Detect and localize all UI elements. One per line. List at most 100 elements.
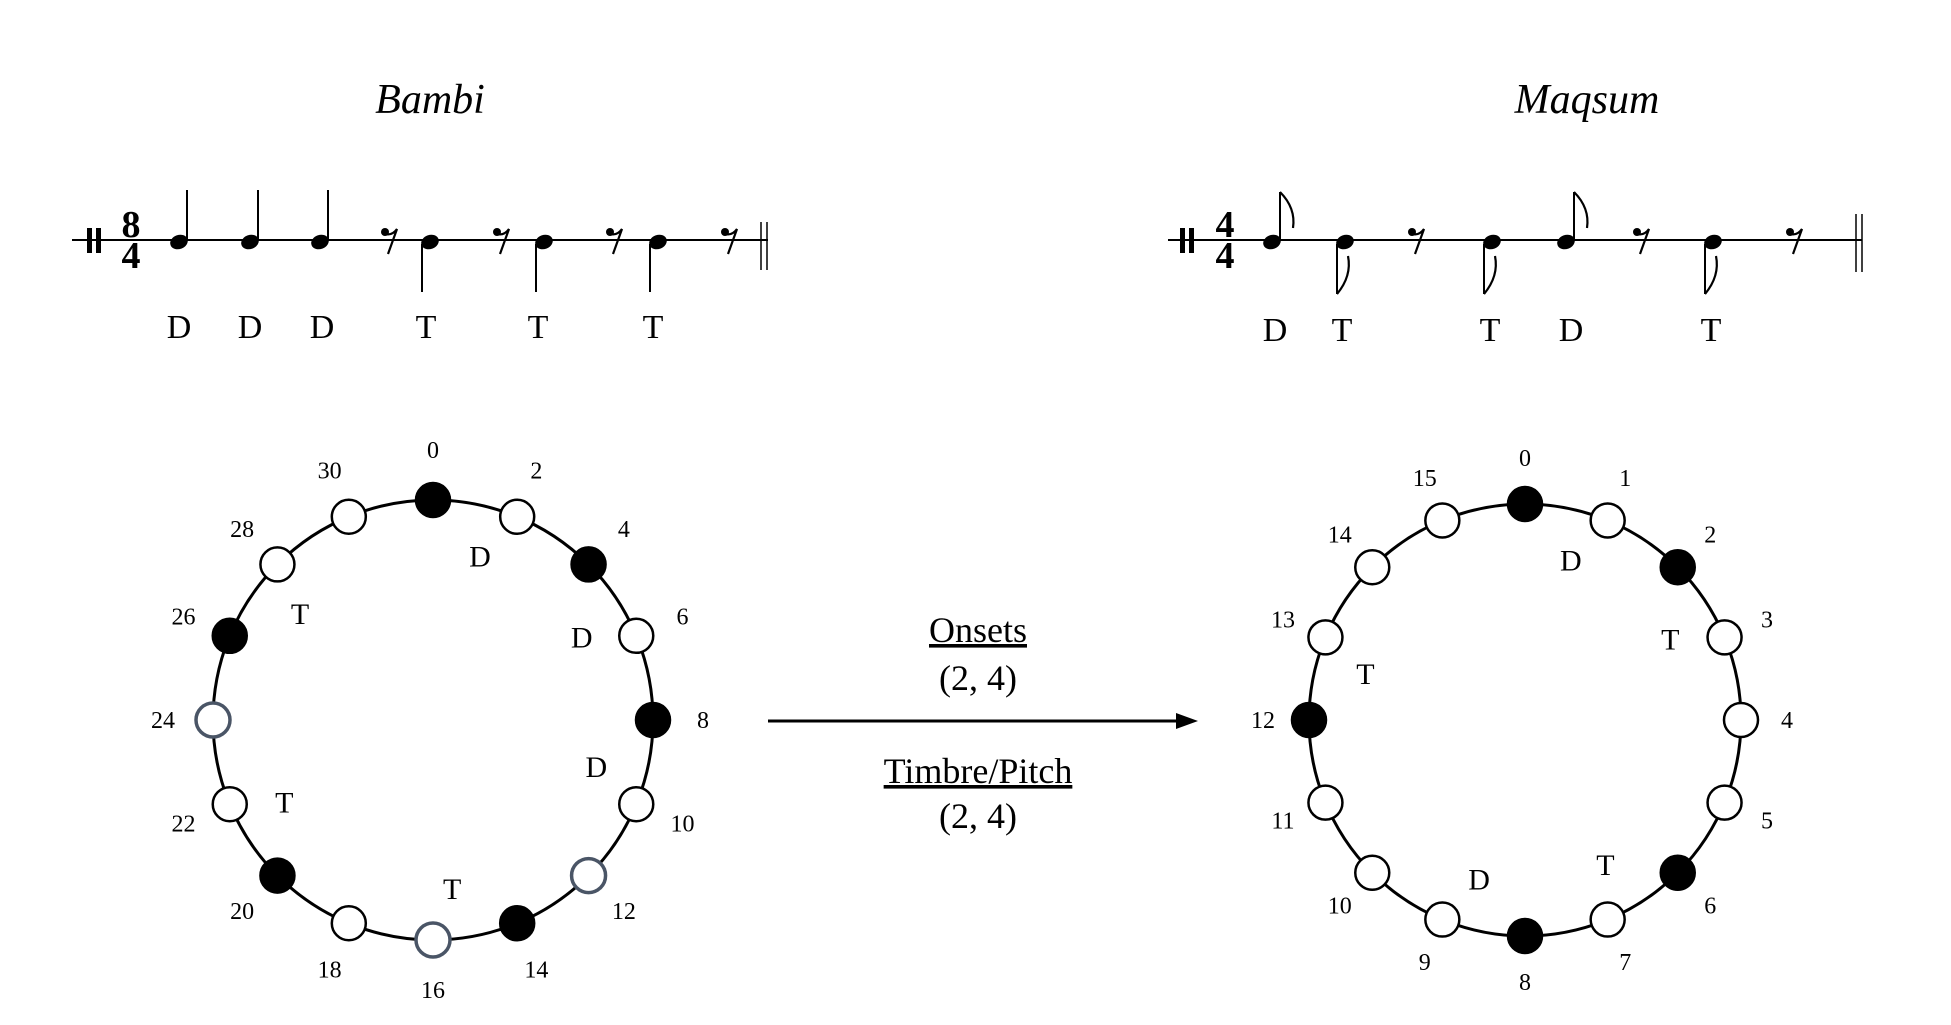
onset-pulse	[1659, 549, 1696, 586]
empty-pulse	[330, 905, 368, 942]
pulse-position-label: 7	[1619, 950, 1631, 976]
pulse-position-label: 0	[1519, 446, 1531, 472]
onset-pulse	[414, 481, 452, 519]
pulse-position-label: 18	[318, 957, 342, 983]
time-signature-bottom: 4	[1216, 235, 1235, 277]
pulse-position-label: 24	[151, 708, 175, 734]
pulse-position-label: 12	[1251, 708, 1275, 734]
percussion-clef	[96, 228, 101, 253]
empty-pulse	[1354, 854, 1391, 891]
timbre-pitch-value: (2, 4)	[939, 796, 1017, 836]
onset-pulse	[1659, 854, 1696, 891]
timbre-pitch-label: Timbre/Pitch	[884, 751, 1073, 791]
onset-pulse	[634, 701, 672, 739]
time-signature-top: 4	[1216, 204, 1235, 246]
empty-pulse	[330, 498, 368, 535]
onsets-label: Onsets	[929, 610, 1027, 650]
bambi-title: Bambi	[375, 77, 485, 123]
stroke-label: T	[1701, 312, 1722, 349]
pulse-position-label: 6	[1704, 893, 1716, 919]
eighth-rest	[1786, 228, 1804, 255]
eighth-rest	[381, 228, 399, 255]
pulse-position-label: 6	[676, 605, 688, 631]
time-signature-top: 8	[122, 204, 141, 246]
transformation-arrow: Onsets (2, 4) Timbre/Pitch (2, 4)	[768, 610, 1198, 836]
empty-pulse	[1706, 784, 1743, 821]
quarter-note	[649, 234, 667, 292]
empty-pulse	[1722, 701, 1760, 739]
onset-stroke-label: D	[586, 751, 608, 784]
time-signature-bottom: 4	[122, 235, 141, 277]
eighth-note	[1336, 234, 1354, 295]
pulse-position-label: 10	[1328, 893, 1352, 919]
onset-stroke-label: T	[443, 873, 461, 906]
empty-pulse	[569, 856, 608, 895]
onset-stroke-label: D	[1560, 544, 1582, 577]
onset-pulse	[1506, 485, 1544, 523]
stroke-label: T	[643, 309, 664, 346]
pulse-position-label: 26	[172, 605, 196, 631]
onsets-value: (2, 4)	[939, 658, 1017, 698]
pulse-position-label: 15	[1413, 466, 1437, 492]
maqsum-staff: 4 4	[1168, 191, 1863, 349]
quarter-note	[241, 190, 259, 250]
empty-pulse	[1424, 901, 1461, 938]
eighth-rest	[606, 228, 624, 255]
pulse-position-label: 0	[427, 438, 439, 464]
onset-pulse	[259, 857, 296, 894]
stroke-label: D	[238, 309, 263, 346]
eighth-rest	[1633, 228, 1651, 255]
onset-pulse	[211, 617, 248, 655]
stroke-label: D	[1263, 312, 1288, 349]
empty-pulse	[259, 546, 296, 583]
stroke-label: D	[310, 309, 335, 346]
pulse-position-label: 16	[421, 978, 445, 1004]
percussion-clef	[87, 228, 92, 253]
eighth-note	[1704, 234, 1722, 295]
quarter-note	[170, 190, 188, 250]
pulse-position-label: 13	[1271, 608, 1295, 634]
onset-stroke-label: T	[291, 598, 309, 631]
pulse-position-label: 11	[1271, 808, 1294, 834]
bambi-staff: 8 4	[72, 190, 768, 346]
quarter-note	[421, 234, 439, 292]
empty-pulse	[498, 498, 536, 535]
pulse-position-label: 20	[230, 899, 254, 925]
pulse-position-label: 4	[1781, 708, 1793, 734]
empty-pulse	[1354, 549, 1391, 586]
empty-pulse	[1307, 619, 1344, 656]
stroke-label: T	[416, 309, 437, 346]
onset-stroke-label: T	[1596, 849, 1614, 882]
pulse-position-label: 2	[530, 459, 542, 485]
pulse-position-label: 12	[612, 899, 636, 925]
eighth-rest	[1408, 228, 1426, 255]
stroke-label: T	[1480, 312, 1501, 349]
empty-pulse	[211, 785, 248, 823]
empty-pulse	[618, 617, 655, 655]
onset-pulse	[1506, 917, 1544, 955]
eighth-note	[1483, 234, 1501, 295]
stroke-label: T	[528, 309, 549, 346]
onset-stroke-label: T	[275, 786, 293, 819]
empty-pulse	[618, 785, 655, 823]
arrow-head-icon	[1176, 713, 1198, 729]
maqsum-title: Maqsum	[1514, 77, 1660, 123]
pulse-position-label: 28	[230, 517, 254, 543]
onset-stroke-label: D	[469, 541, 491, 574]
empty-pulse	[1307, 784, 1344, 821]
empty-pulse	[1589, 901, 1626, 938]
stroke-label: D	[167, 309, 192, 346]
eighth-rest	[721, 228, 739, 255]
percussion-clef	[1189, 228, 1194, 253]
stroke-label: D	[1559, 312, 1584, 349]
quarter-note	[535, 234, 553, 292]
onset-pulse	[1290, 701, 1328, 739]
empty-pulse	[1589, 502, 1626, 539]
pulse-position-label: 8	[697, 708, 709, 734]
pulse-position-label: 9	[1419, 950, 1431, 976]
onset-stroke-label: T	[1356, 658, 1374, 691]
pulse-position-label: 30	[318, 459, 342, 485]
